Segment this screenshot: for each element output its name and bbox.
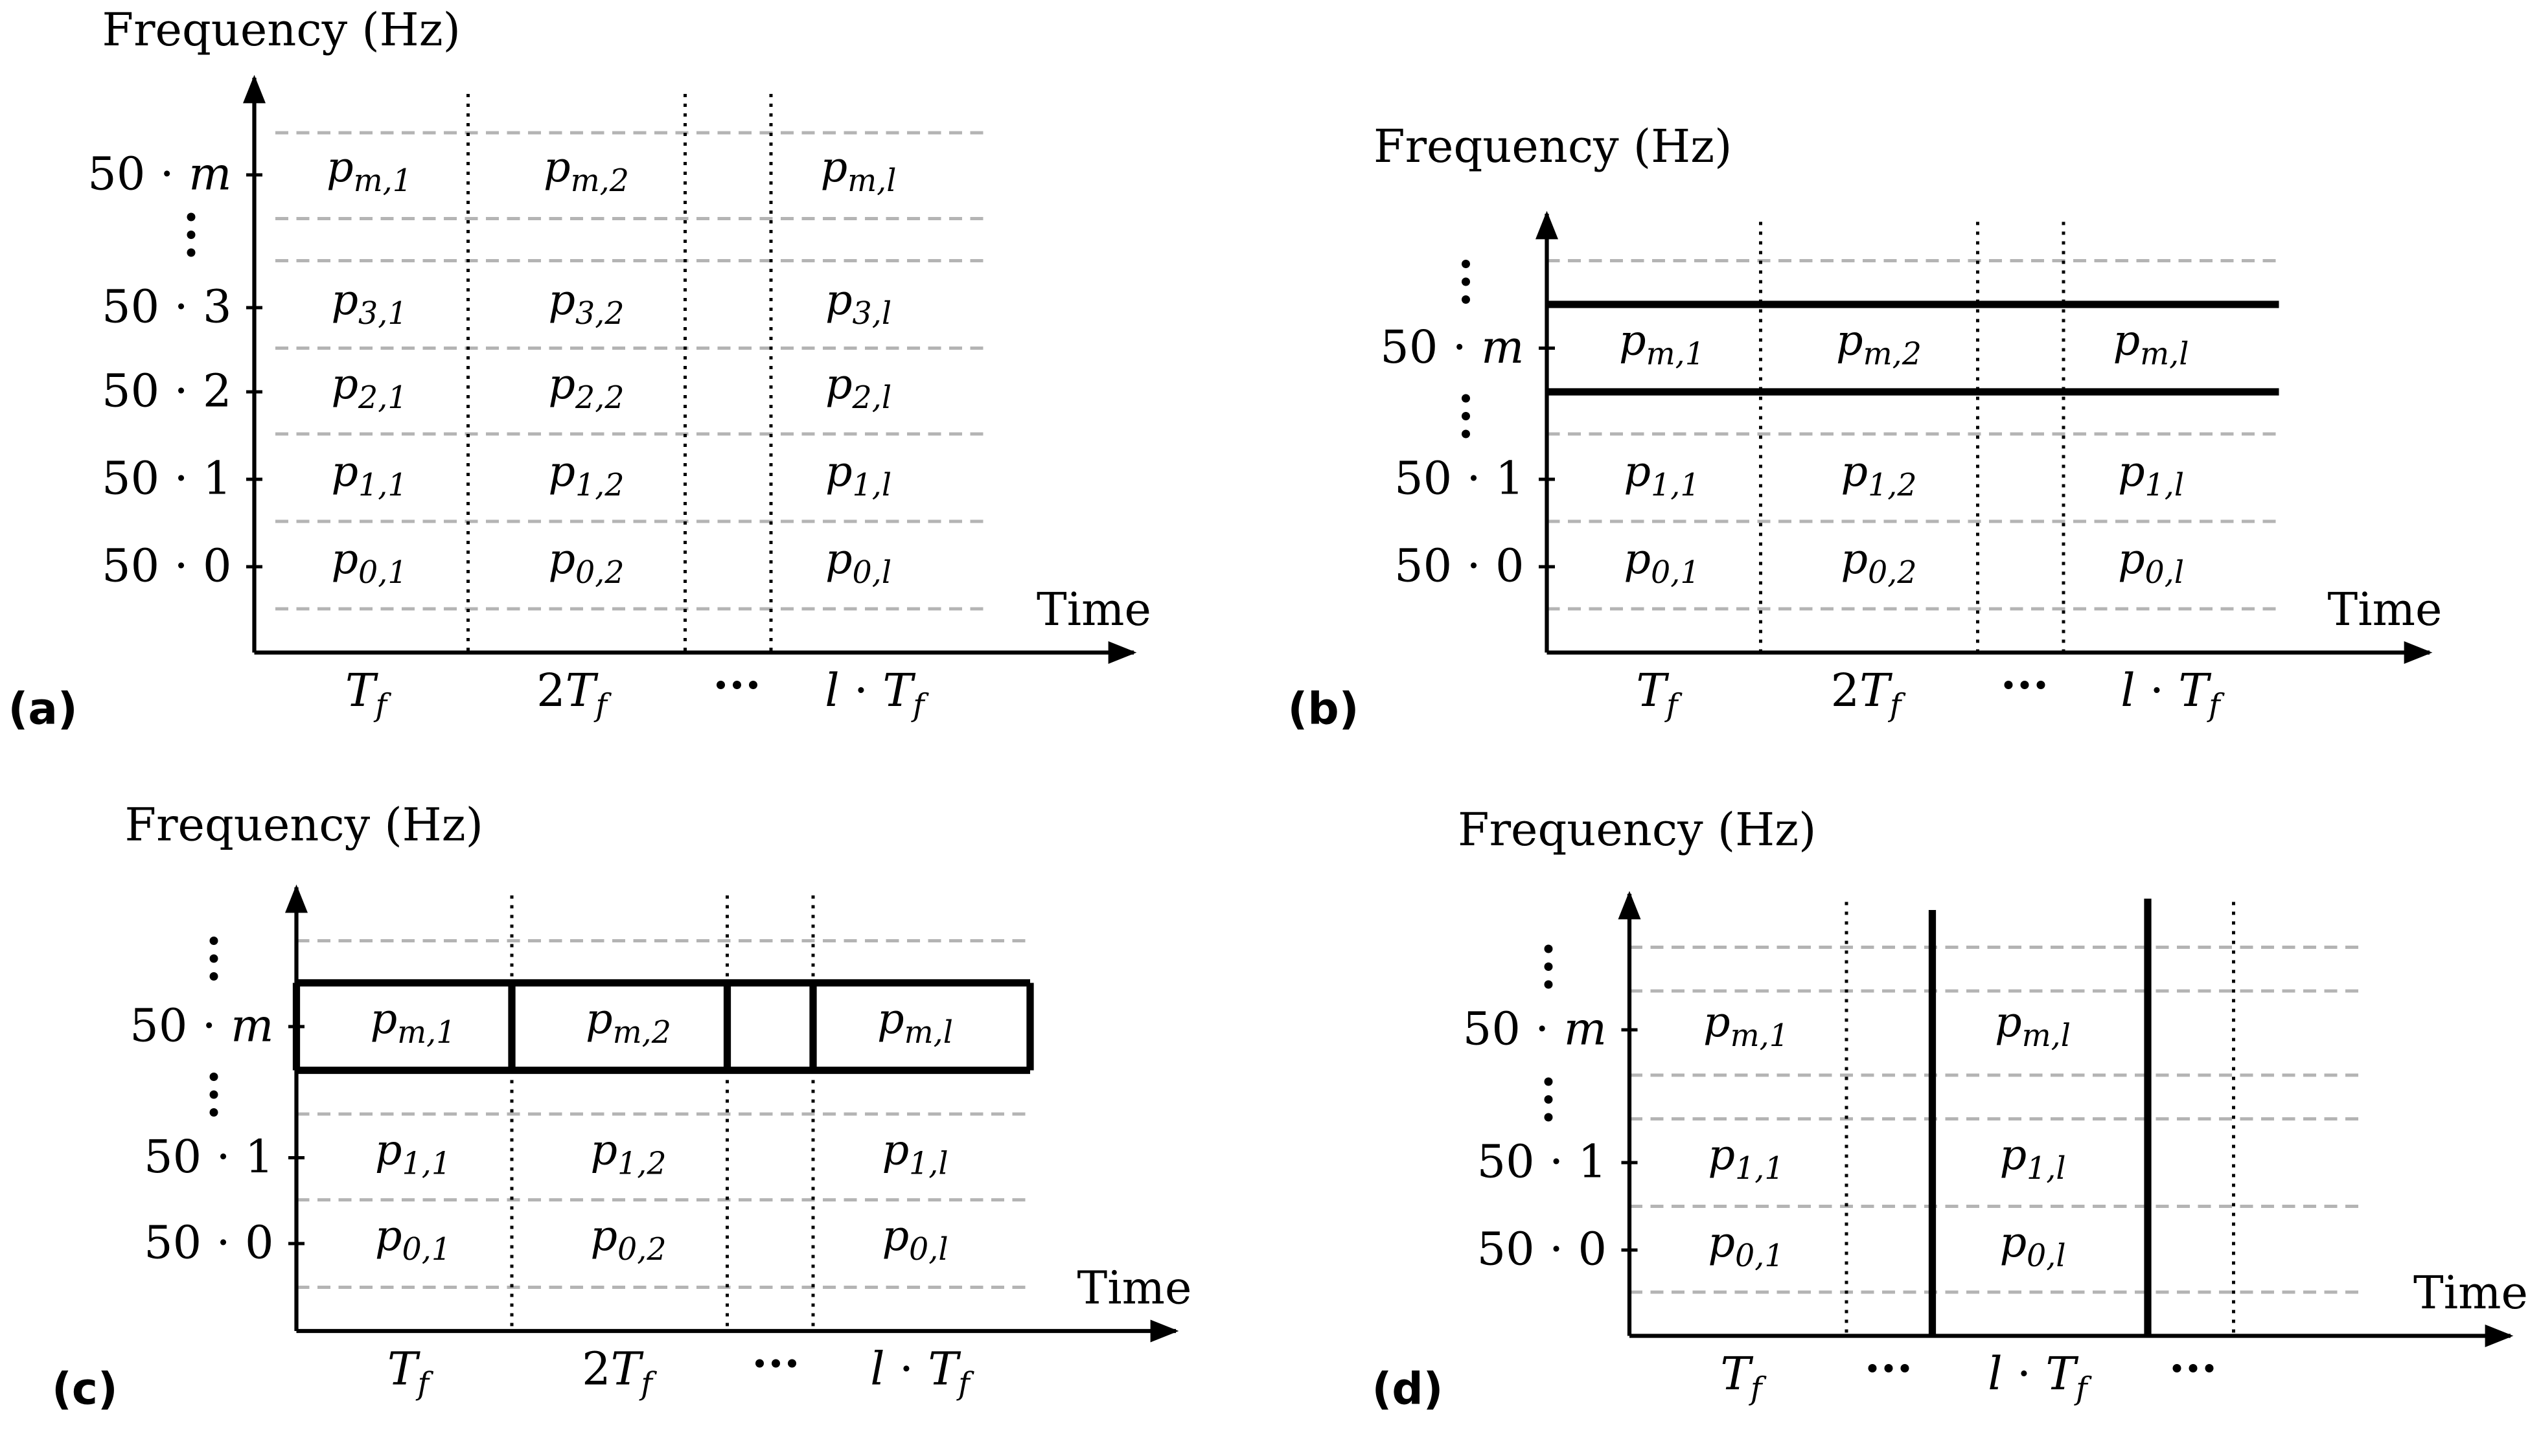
y-tick-label: 50 · m <box>1463 1003 1607 1056</box>
power-cell: pm,1 <box>371 995 456 1051</box>
power-cell: pm,l <box>2113 317 2189 372</box>
power-cell: p1,1 <box>1624 448 1699 503</box>
power-cell: p0,l <box>882 1212 948 1268</box>
power-cell: p0,1 <box>1708 1218 1784 1274</box>
power-cell: p1,1 <box>375 1126 451 1182</box>
x-axis-title: Time <box>2328 583 2443 636</box>
power-cell: pm,1 <box>327 143 412 199</box>
power-cell: p3,l <box>825 276 891 332</box>
power-cell: p2,2 <box>548 360 624 416</box>
x-axis-ellipsis <box>2004 681 2045 689</box>
x-axis-title: Time <box>1037 583 1151 636</box>
power-cell: p1,l <box>882 1126 948 1182</box>
y-tick-label: 50 · 2 <box>102 365 231 418</box>
y-tick-label: 50 · m <box>130 999 273 1052</box>
power-cell: p0,1 <box>331 535 407 591</box>
panel-label: (b) <box>1287 683 1359 734</box>
panel-b: Frequency (Hz) Time (b) 50 · m 50 · 1 50 · 0 p… <box>1287 120 2442 734</box>
panel-label: (c) <box>52 1363 118 1415</box>
power-cell: p0,l <box>825 535 891 591</box>
y-tick-label: 50 · m <box>1380 321 1524 374</box>
power-cell: p0,2 <box>1841 535 1916 591</box>
power-cell: p1,l <box>1999 1131 2065 1187</box>
panel-label: (a) <box>8 683 78 734</box>
x-axis-ellipsis <box>2172 1364 2214 1372</box>
x-axis-title: Time <box>2413 1266 2528 1319</box>
x-tick-label: 2Tf <box>536 664 612 723</box>
power-cell: pm,2 <box>544 143 629 199</box>
power-cell: p0,1 <box>375 1212 451 1268</box>
y-tick-label: 50 · 0 <box>1394 540 1524 593</box>
y-tick-label: 50 · 0 <box>144 1216 273 1269</box>
y-axis-ellipsis <box>1462 260 1470 304</box>
y-tick-label: 50 · 1 <box>1477 1135 1607 1189</box>
power-cell: p1,2 <box>590 1126 666 1182</box>
y-axis-ellipsis <box>1462 394 1470 438</box>
x-axis-ellipsis <box>755 1359 796 1368</box>
power-cell: p2,l <box>825 360 891 416</box>
x-tick-label: Tf <box>1636 664 1683 723</box>
x-tick-label: 2Tf <box>582 1343 657 1402</box>
panel-c: Frequency (Hz) Time (c) 50 · m 50 · 1 50 · 0 p… <box>52 799 1191 1415</box>
y-axis-title: Frequency (Hz) <box>125 799 483 852</box>
y-axis-ellipsis <box>187 212 196 257</box>
power-cell: pm,2 <box>1836 317 1922 372</box>
x-tick-label: l · Tf <box>825 664 929 723</box>
x-tick-label: l · Tf <box>2121 664 2225 723</box>
power-cell: p3,1 <box>331 276 407 332</box>
y-tick-label: 50 · 1 <box>102 452 231 505</box>
y-axis-title: Frequency (Hz) <box>102 3 461 56</box>
x-tick-label: l · Tf <box>1988 1347 2092 1407</box>
panel-label: (d) <box>1372 1363 1443 1415</box>
x-axis-title: Time <box>1077 1262 1192 1315</box>
power-cell: p1,l <box>825 448 891 503</box>
x-tick-label: l · Tf <box>870 1343 974 1402</box>
power-cell: p1,1 <box>1708 1131 1784 1187</box>
panel-d: Frequency (Hz) Time (d) 50 · m 50 · 1 50 · 0 p… <box>1372 803 2528 1414</box>
power-cell: p2,1 <box>331 360 407 416</box>
power-cell: p0,2 <box>548 535 624 591</box>
y-tick-label: 50 · m <box>87 148 231 201</box>
power-cell: p0,2 <box>590 1212 666 1268</box>
x-tick-label: Tf <box>1720 1347 1767 1407</box>
power-cell: pm,1 <box>1619 317 1705 372</box>
x-tick-label: Tf <box>345 664 392 723</box>
y-tick-label: 50 · 1 <box>1394 452 1524 505</box>
power-cell: p1,2 <box>548 448 624 503</box>
y-axis-ellipsis <box>1544 944 1553 989</box>
x-axis-ellipsis <box>717 681 757 689</box>
y-tick-label: 50 · 1 <box>144 1130 273 1183</box>
y-tick-label: 50 · 0 <box>102 540 231 593</box>
power-cell: p0,1 <box>1624 535 1699 591</box>
x-tick-label: 2Tf <box>1831 664 1906 723</box>
y-axis-ellipsis <box>1544 1077 1553 1122</box>
y-axis-title: Frequency (Hz) <box>1374 120 1732 173</box>
power-cell: pm,1 <box>1703 998 1789 1054</box>
power-cell: p0,l <box>1999 1218 2065 1274</box>
power-cell: pm,l <box>877 995 953 1051</box>
power-cell: p0,l <box>2118 535 2184 591</box>
power-cell: p1,l <box>2118 448 2184 503</box>
y-axis-ellipsis <box>209 1073 218 1117</box>
power-cell: p1,1 <box>331 448 407 503</box>
panel-a: Frequency (Hz) Time (a) 50 · m 50 · 3 50 · 2 5… <box>8 3 1151 734</box>
y-axis-title: Frequency (Hz) <box>1458 803 1816 856</box>
power-cell: pm,l <box>821 143 897 199</box>
power-cell: pm,l <box>1995 998 2071 1054</box>
x-axis-ellipsis <box>1868 1364 1909 1372</box>
power-cell: pm,2 <box>586 995 671 1051</box>
y-tick-label: 50 · 0 <box>1477 1223 1607 1276</box>
y-tick-label: 50 · 3 <box>102 280 231 334</box>
power-cell: p1,2 <box>1841 448 1916 503</box>
power-cell: p3,2 <box>548 276 624 332</box>
x-tick-label: Tf <box>387 1343 434 1402</box>
y-axis-ellipsis <box>209 937 218 981</box>
